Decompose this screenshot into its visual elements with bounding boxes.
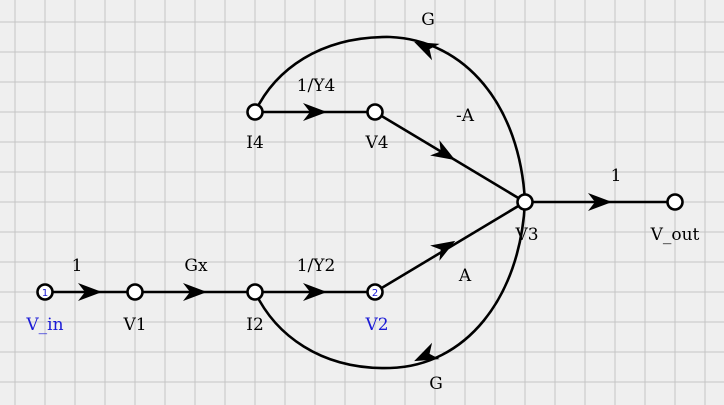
arrow-i2-v2 [303, 283, 327, 301]
node-v3-circle [516, 193, 534, 211]
arrow-v2-v3 [430, 240, 456, 261]
node-vin-label: V_in [25, 315, 63, 335]
node-i4-label: I4 [246, 133, 264, 153]
gain-i4-v4: 1/Y4 [297, 76, 336, 96]
node-v2-circle [366, 283, 384, 301]
node-vout-circle [666, 193, 684, 211]
branches [45, 35, 675, 370]
node-v3: V3 [514, 193, 539, 245]
arrow-vin-v1 [78, 283, 102, 301]
arrow-v1-i2 [183, 283, 207, 301]
arrow-i4-v4 [303, 103, 327, 121]
node-vin-marker: 1 [42, 288, 48, 299]
node-i2: I2 [246, 283, 264, 335]
branch-v3-i2 [253, 201, 527, 370]
node-v2-marker: 2 [372, 288, 378, 299]
gain-v4-v3: -A [456, 106, 475, 126]
gain-v3-i4: G [421, 10, 435, 30]
node-i2-circle [246, 283, 264, 301]
arrow-v3-i2 [414, 342, 440, 362]
node-i2-label: I2 [246, 315, 264, 335]
gain-v3-vout: 1 [611, 166, 622, 186]
node-vin: 1 V_in [25, 283, 64, 335]
arrow-v4-v3 [430, 140, 456, 161]
node-v1: V1 [122, 283, 147, 335]
node-vout: V_out [650, 193, 700, 245]
node-v4-circle [366, 103, 384, 121]
node-vin-circle [36, 283, 54, 301]
node-i4: I4 [246, 103, 264, 153]
gain-v3-i2: G [429, 374, 443, 394]
gain-v2-v3: A [458, 266, 472, 286]
node-vout-label: V_out [650, 225, 700, 245]
arrow-v3-vout [588, 193, 612, 211]
node-v1-circle [126, 283, 144, 301]
branch-v3-i4 [253, 35, 527, 203]
gain-v1-i2: Gx [184, 256, 208, 276]
node-i4-circle [246, 103, 264, 121]
nodes: 1 V_in V1 I2 2 V2 I4 V4 V3 [25, 103, 700, 335]
gain-vin-v1: 1 [72, 256, 83, 276]
node-v3-label: V3 [514, 225, 538, 245]
arrow-v3-i4 [414, 41, 440, 61]
node-v2-label: V2 [364, 315, 388, 335]
gain-i2-v2: 1/Y2 [297, 256, 336, 276]
node-v2: 2 V2 [364, 283, 389, 335]
node-v4-label: V4 [364, 133, 388, 153]
node-v4: V4 [364, 103, 389, 153]
node-v1-label: V1 [122, 315, 146, 335]
branch-arrows [78, 41, 612, 362]
branch-gains: 1 Gx 1/Y2 A 1/Y4 -A 1 G G [72, 10, 622, 394]
